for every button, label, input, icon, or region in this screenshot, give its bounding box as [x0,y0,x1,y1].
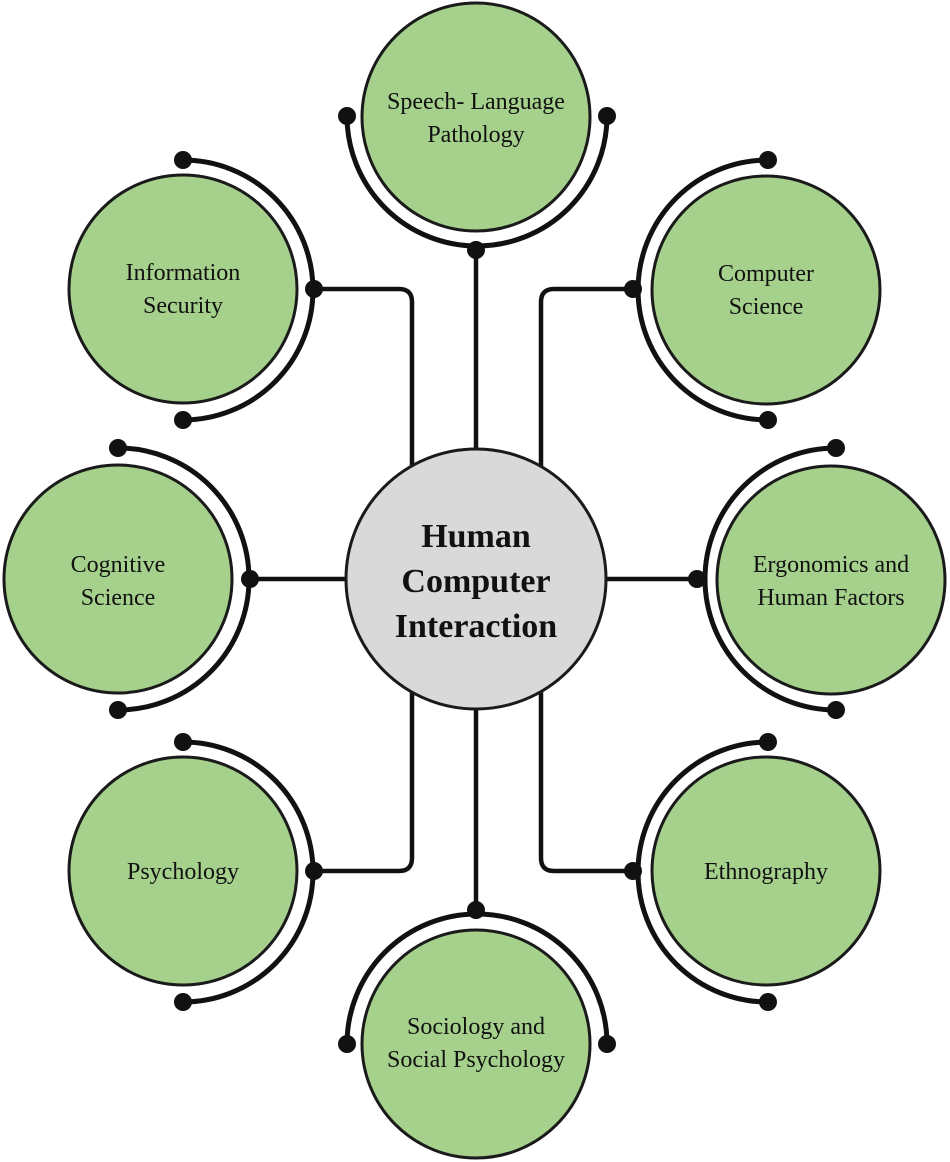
connector-dot [624,862,642,880]
arc-end-dot [827,701,845,719]
arc-end-dot [174,733,192,751]
hub-circle [344,447,608,711]
node-label: Science [81,585,156,611]
hub-human-computer-interaction: Human Computer Interaction [344,447,608,711]
node-label: Computer [718,261,814,287]
arc-end-dot [759,151,777,169]
node-circle [650,755,882,987]
node-label: Information [126,260,241,286]
arc-end-dot [598,107,616,125]
arc-end-dot [109,439,127,457]
connector-dot [305,862,323,880]
node-psychology: Psychology [67,733,323,1011]
connector-dot [305,280,323,298]
node-information-security: Information Security [67,151,323,429]
node-circle [360,1,592,233]
node-label: Security [143,293,223,319]
node-cognitive-science: Cognitive Science [2,439,259,719]
arc-end-dot [598,1035,616,1053]
node-circle [67,755,299,987]
node-ergonomics-human-factors: Ergonomics and Human Factors [688,439,947,719]
hub-label: Human [421,518,531,555]
node-circle [360,928,592,1160]
node-computer-science: Computer Science [624,151,882,429]
arc-end-dot [174,151,192,169]
node-circle [715,464,947,696]
node-label: Speech- Language [387,89,565,115]
arc-end-dot [759,411,777,429]
node-label: Ethnography [704,859,828,885]
node-circle [67,173,299,405]
connector-computer-science [538,286,633,468]
node-label: Human Factors [757,585,904,611]
connector-psychology [314,690,415,874]
arc-end-dot [338,107,356,125]
hub-label: Computer [401,563,550,600]
connector-dot [241,570,259,588]
node-label: Science [729,294,804,320]
arc-end-dot [109,701,127,719]
connector-dot [624,280,642,298]
arc-end-dot [174,411,192,429]
node-sociology-social-psychology: Sociology and Social Psychology [338,901,616,1160]
node-ethnography: Ethnography [624,733,882,1011]
hub-label: Interaction [395,608,558,645]
arc-end-dot [174,993,192,1011]
node-label: Cognitive [71,552,166,578]
node-label: Pathology [427,122,524,148]
connectors [250,255,697,910]
node-label: Psychology [127,859,239,885]
arc-end-dot [827,439,845,457]
node-label: Social Psychology [387,1047,565,1073]
connector-information-security [314,286,415,468]
node-circle [2,463,234,695]
node-speech-language-pathology: Speech- Language Pathology [338,1,616,259]
connector-dot [467,241,485,259]
connector-dot [467,901,485,919]
arc-end-dot [759,733,777,751]
node-label: Sociology and [407,1014,545,1040]
arc-end-dot [338,1035,356,1053]
node-label: Ergonomics and [753,552,909,578]
connector-ethnography [538,690,633,874]
node-circle [650,174,882,406]
connector-dot [688,570,706,588]
arc-end-dot [759,993,777,1011]
